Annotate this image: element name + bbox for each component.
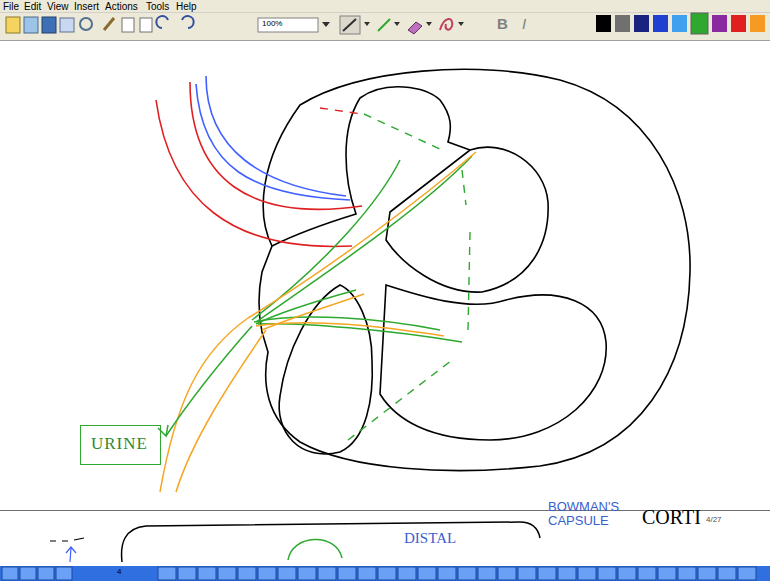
bracket	[122, 522, 540, 562]
menu-item: View	[47, 1, 69, 12]
renal-vessels	[156, 76, 362, 246]
toolbar	[0, 0, 770, 41]
sketch-label: CORTI	[642, 506, 701, 528]
renal-pyramid	[279, 285, 372, 454]
italic-button: I	[522, 16, 526, 33]
label-text: I	[522, 15, 526, 32]
taskbar-number: 4	[117, 568, 121, 577]
page-number: 4/27	[706, 516, 722, 525]
menu-item: File	[3, 1, 19, 12]
label-text: DISTAL	[404, 530, 456, 546]
toolbar-icons	[6, 16, 464, 34]
cortex-boundary	[320, 108, 470, 440]
label-text: Tools	[146, 1, 169, 12]
label-text: Actions	[105, 1, 138, 12]
output-box: URINE	[80, 425, 161, 465]
menu-item: Help	[176, 1, 197, 12]
label-text: B	[497, 15, 508, 32]
label-text: Help	[176, 1, 197, 12]
renal-pyramid	[386, 147, 548, 292]
label-text: CORTI	[642, 506, 701, 528]
kidney-outline	[259, 69, 690, 470]
ureter	[158, 318, 266, 492]
toolbar-divider	[0, 40, 770, 41]
label-text: 4	[117, 567, 121, 576]
collecting-ducts	[248, 152, 476, 342]
sketch-label: DISTAL	[404, 530, 456, 547]
color-palette	[596, 13, 765, 34]
sketch-label: BOWMAN'S CAPSULE	[548, 500, 634, 529]
menu-item: Insert	[74, 1, 99, 12]
label-text: File	[3, 1, 19, 12]
label-text: 100%	[262, 19, 282, 28]
sketch-mark	[50, 538, 84, 541]
label-text: BOWMAN'S CAPSULE	[548, 499, 619, 528]
bold-button: B	[497, 16, 508, 33]
label-text: 4/27	[706, 515, 722, 524]
sketch-arrow	[66, 547, 76, 562]
renal-pyramid	[380, 285, 606, 440]
menu-item: Edit	[24, 1, 41, 12]
label-text: Insert	[74, 1, 99, 12]
menu-divider	[0, 12, 770, 13]
taskbar-buttons	[2, 567, 756, 580]
renal-pyramid	[272, 87, 470, 246]
taskbar	[0, 566, 770, 581]
menu-item: Actions	[105, 1, 138, 12]
label-text: Edit	[24, 1, 41, 12]
menu-item: Tools	[146, 1, 169, 12]
zoom-value: 100%	[262, 20, 282, 29]
node-text: URINE	[91, 434, 150, 454]
label-text: View	[47, 1, 69, 12]
tubule-sketch	[288, 539, 342, 560]
